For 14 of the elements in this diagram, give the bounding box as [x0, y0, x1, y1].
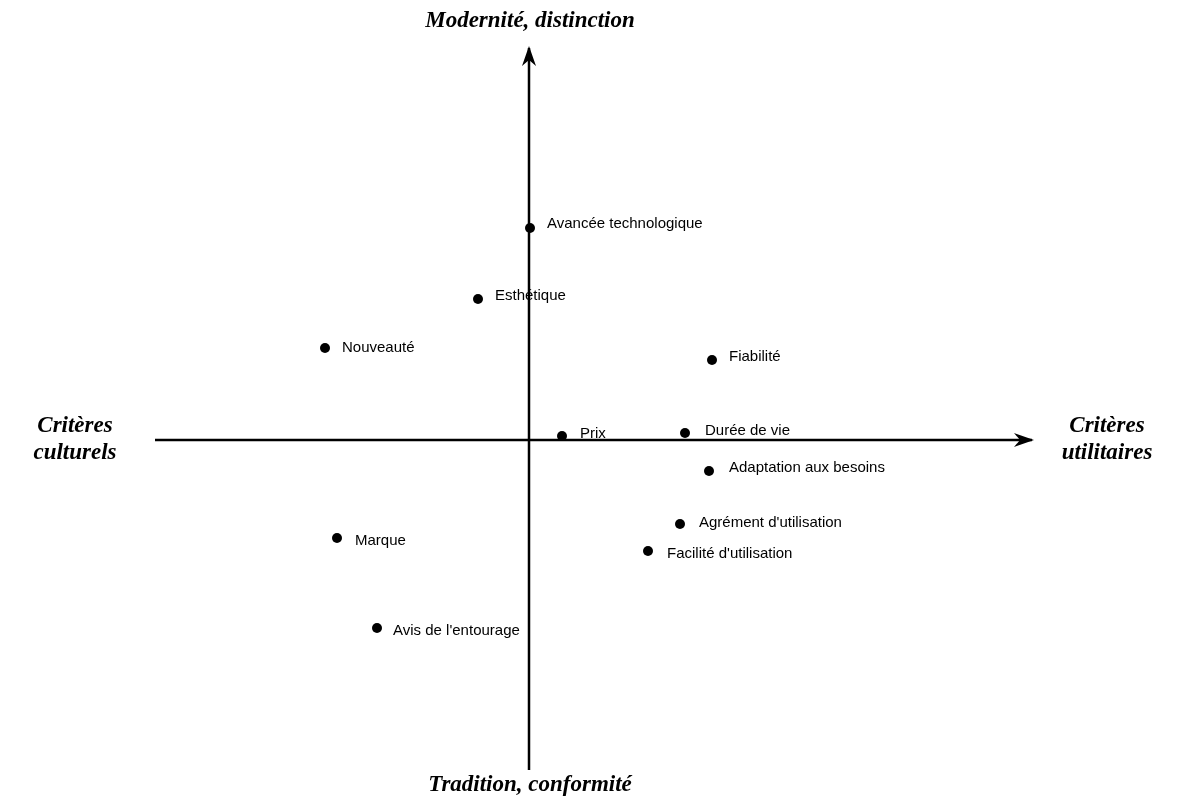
axis-label: Modernité, distinction — [424, 6, 636, 33]
point-label: Fiabilité — [729, 347, 781, 365]
point-label: Durée de vie — [705, 421, 791, 439]
point-label: Marque — [355, 531, 406, 549]
axis-label: Tradition, conformité — [427, 770, 634, 797]
axis-label: Critères culturels — [32, 411, 118, 465]
point-label: Avancée technologique — [547, 214, 703, 232]
point-label: Avis de l'entourage — [393, 621, 520, 639]
point-label: Agrément d'utilisation — [699, 513, 842, 531]
point-label: Prix — [580, 424, 606, 442]
point-label: Facilité d'utilisation — [667, 544, 793, 562]
axis-label: Critères utilitaires — [1060, 411, 1154, 465]
point-label: Nouveauté — [342, 338, 415, 356]
point-label: Adaptation aux besoins — [729, 458, 885, 476]
